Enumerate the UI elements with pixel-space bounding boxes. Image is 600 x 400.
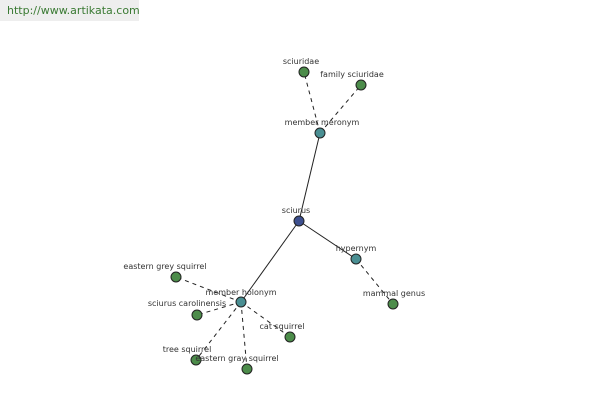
edge-holonym-eastern-grey-squirrel (175, 276, 242, 303)
node-mammal-genus[interactable] (387, 298, 399, 310)
node-family-sciuridae[interactable] (355, 79, 367, 91)
node-sciurus-carolinensis[interactable] (191, 309, 203, 321)
label-hypernym: hypernym (336, 244, 377, 253)
label-tree-squirrel: tree squirrel (163, 345, 212, 354)
node-sciurus[interactable] (293, 215, 305, 227)
node-member-holonym[interactable] (235, 296, 247, 308)
label-family-sciuridae: family sciuridae (320, 70, 384, 79)
label-cat-squirrel: cat squirrel (260, 322, 305, 331)
node-member-meronym[interactable] (314, 127, 326, 139)
label-member-meronym: member meronym (285, 118, 360, 127)
edge-holonym-cat-squirrel (240, 301, 291, 338)
edge-hypernym-mammal-genus (355, 258, 394, 305)
label-sciuridae: sciuridae (283, 57, 319, 66)
edge-sciurus-hypernym (298, 220, 357, 260)
label-sciurus-carolinensis: sciurus carolinensis (148, 299, 226, 308)
label-eastern-grey-squirrel: eastern grey squirrel (123, 262, 206, 271)
node-sciuridae[interactable] (298, 66, 310, 78)
edge-sciurus-member-holonym (240, 220, 300, 303)
label-member-holonym: member holonym (205, 288, 276, 297)
node-hypernym[interactable] (350, 253, 362, 265)
label-sciurus: sciurus (282, 206, 310, 215)
label-mammal-genus: mammal genus (363, 289, 425, 298)
edge-meronym-family-sciuridae (319, 84, 362, 134)
edge-meronym-sciuridae (303, 71, 321, 134)
node-tree-squirrel[interactable] (190, 354, 202, 366)
node-eastern-gray-squirrel[interactable] (241, 363, 253, 375)
edge-sciurus-member-meronym (298, 132, 321, 222)
edge-holonym-eastern-gray-squirrel (240, 301, 248, 370)
label-eastern-gray-squirrel: eastern gray squirrel (195, 354, 278, 363)
node-cat-squirrel[interactable] (284, 331, 296, 343)
watermark: http://www.artikata.com (0, 0, 140, 21)
node-eastern-grey-squirrel[interactable] (170, 271, 182, 283)
